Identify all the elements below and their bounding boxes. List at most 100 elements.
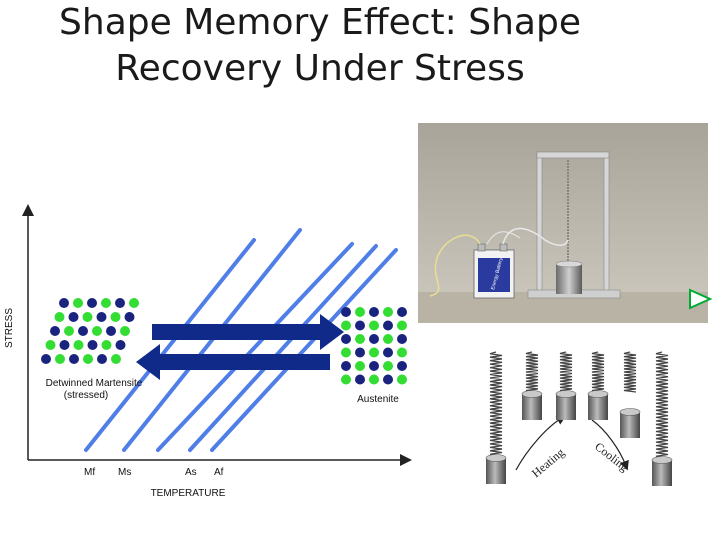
atom <box>397 334 407 344</box>
mark-mf: Mf <box>84 467 95 478</box>
atom <box>45 340 56 350</box>
spring-illustration: Heating Cooling <box>485 351 673 486</box>
diagram-axes <box>22 204 412 466</box>
cooling-label: Cooling <box>592 439 631 474</box>
mark-ms: Ms <box>118 467 131 478</box>
weight <box>619 408 641 438</box>
detwinned-martensite-lattice <box>41 298 139 364</box>
atom <box>369 307 379 317</box>
atom <box>383 334 393 344</box>
atom <box>355 361 365 371</box>
atom <box>96 312 107 322</box>
atom <box>97 354 107 364</box>
atom <box>115 340 126 350</box>
spring <box>525 351 539 393</box>
atom <box>115 298 125 308</box>
play-triangle-icon <box>689 288 713 310</box>
atom <box>355 374 365 385</box>
atom <box>383 320 393 331</box>
transformation-lines <box>84 228 398 452</box>
spring <box>591 351 605 393</box>
cooling-curve-arrow <box>591 419 629 471</box>
atom <box>110 312 121 322</box>
atom <box>78 326 88 336</box>
atom <box>397 347 407 358</box>
spring <box>655 351 669 459</box>
atom <box>82 312 93 322</box>
slide-title-line-2: Recovery Under Stress <box>115 48 525 89</box>
atom <box>341 320 351 331</box>
experiment-photo: Energy Battery <box>418 123 708 323</box>
atom <box>124 312 135 322</box>
atom <box>129 298 139 308</box>
atom <box>369 361 379 371</box>
spring <box>489 351 503 457</box>
atom <box>59 298 69 308</box>
atom <box>101 298 111 308</box>
weight <box>521 390 543 420</box>
atom <box>92 326 102 336</box>
transformation-arrows <box>136 314 344 380</box>
atom <box>73 298 83 308</box>
weight <box>485 454 507 484</box>
y-axis-label: STRESS <box>4 308 15 348</box>
temperature-marks: Mf Ms As Af <box>84 467 224 478</box>
atom <box>369 374 379 385</box>
atom <box>397 374 407 385</box>
atom <box>383 374 393 385</box>
atom <box>355 320 365 331</box>
atom <box>355 307 365 317</box>
atom <box>87 298 97 308</box>
right-phase-label: Austenite <box>357 394 399 405</box>
spring <box>559 351 573 393</box>
atom <box>397 320 407 331</box>
atom <box>341 374 351 385</box>
transformation-line-mid <box>156 242 354 452</box>
spring <box>623 351 637 393</box>
atom <box>68 312 79 322</box>
heating-curve-arrow <box>515 415 567 471</box>
play-button[interactable] <box>689 288 713 310</box>
austenite-lattice <box>341 307 407 385</box>
atom <box>369 334 379 344</box>
atom <box>111 354 121 364</box>
atom <box>41 354 51 364</box>
atom <box>369 347 379 358</box>
left-phase-label: Detwinned Martensite <box>46 378 143 389</box>
weight <box>587 390 609 420</box>
atom <box>101 340 112 350</box>
weight <box>651 456 673 486</box>
atom <box>355 334 365 344</box>
transformation-line-as <box>188 244 378 452</box>
heating-arrow-right <box>152 314 344 350</box>
atom <box>64 326 74 336</box>
atom <box>341 347 351 358</box>
weight <box>555 390 577 420</box>
atom <box>83 354 93 364</box>
atom <box>383 347 393 358</box>
atom <box>87 340 98 350</box>
transformation-line-mf <box>84 238 256 452</box>
slide-title: Shape Memory Effect: Shape Recovery Unde… <box>40 0 600 92</box>
atom <box>341 334 351 344</box>
heating-label: Heating <box>529 445 567 480</box>
atom <box>55 354 65 364</box>
atom <box>383 361 393 371</box>
transformation-line-af <box>210 248 398 452</box>
mark-af: Af <box>214 467 224 478</box>
cooling-arrow-left <box>136 344 330 380</box>
slide-title-line-1: Shape Memory Effect: Shape <box>59 2 581 43</box>
atom <box>69 354 79 364</box>
atom <box>73 340 84 350</box>
mark-as: As <box>185 467 197 478</box>
atom <box>355 347 365 358</box>
atom <box>50 326 60 336</box>
atom <box>383 307 393 317</box>
left-phase-sublabel: (stressed) <box>64 390 108 401</box>
atom <box>106 326 116 336</box>
atom <box>120 326 130 336</box>
atom <box>59 340 70 350</box>
atom <box>341 307 351 317</box>
atom <box>397 361 407 371</box>
